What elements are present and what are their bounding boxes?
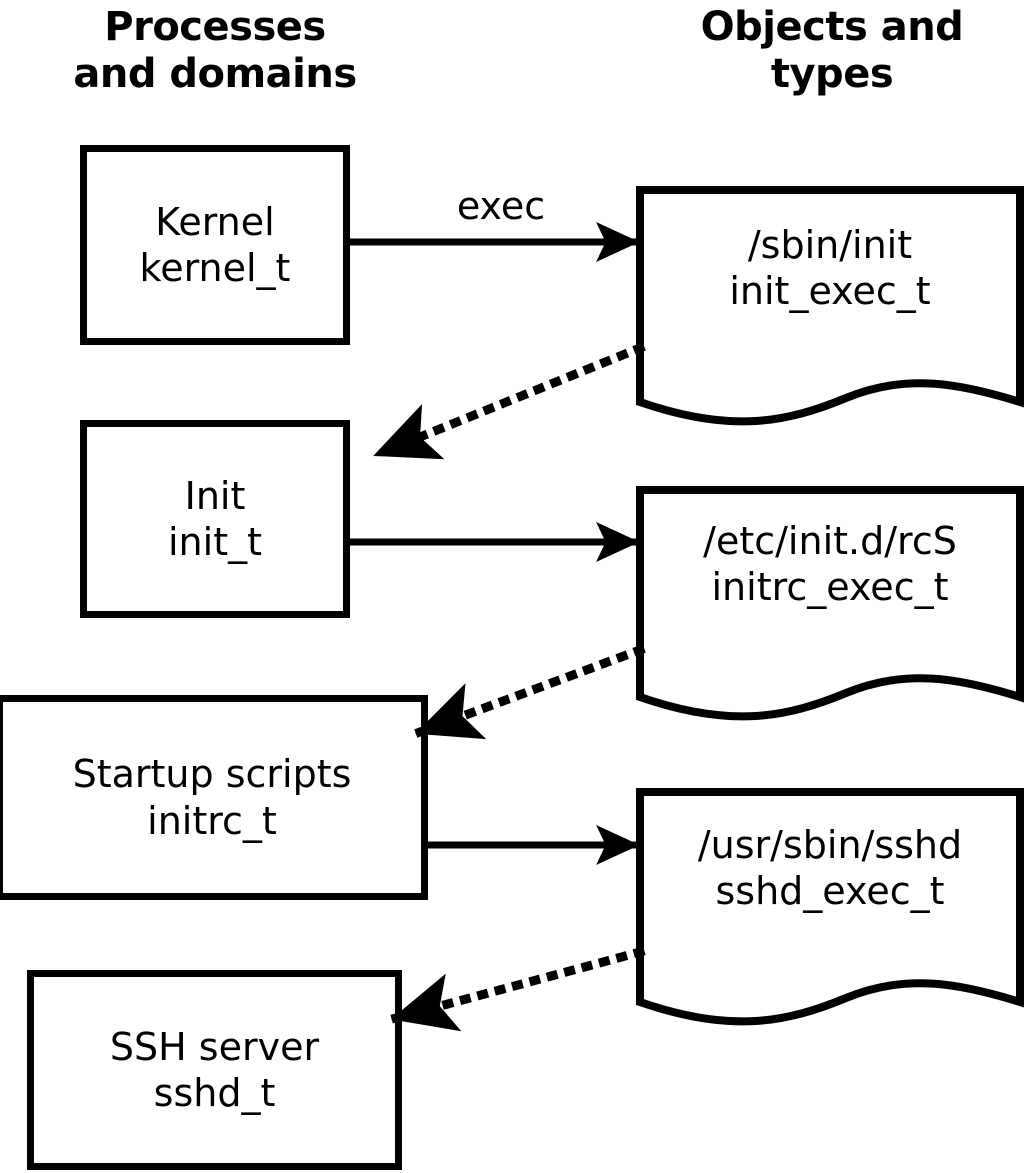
- process-box-ssh-server[interactable]: SSH server sshd_t: [27, 970, 402, 1170]
- document-shape-outline: [636, 788, 1024, 1026]
- document-shape-outline: [636, 486, 1024, 721]
- process-box-kernel-label: Kernel kernel_t: [139, 199, 291, 290]
- process-box-init-label: Init init_t: [168, 473, 262, 564]
- object-document-sbin-init[interactable]: /sbin/init init_exec_t: [636, 186, 1024, 436]
- process-box-kernel[interactable]: Kernel kernel_t: [80, 145, 350, 345]
- column-header-objects-and-types: Objects and types: [700, 4, 964, 98]
- edge-label-exec: exec: [456, 184, 546, 228]
- document-shape-outline: [636, 186, 1024, 426]
- object-document-usr-sbin-sshd-label: /usr/sbin/sshd sshd_exec_t: [697, 823, 963, 914]
- object-document-etc-initd-rcs-label: /etc/init.d/rcS initrc_exec_t: [703, 519, 957, 610]
- process-box-init[interactable]: Init init_t: [80, 420, 350, 618]
- object-document-etc-initd-rcs[interactable]: /etc/init.d/rcS initrc_exec_t: [636, 486, 1024, 731]
- process-box-ssh-server-label: SSH server sshd_t: [109, 1024, 320, 1115]
- edge-init-exec-to-init: [372, 342, 646, 460]
- object-document-usr-sbin-sshd[interactable]: /usr/sbin/sshd sshd_exec_t: [636, 788, 1024, 1036]
- process-box-startup-scripts[interactable]: Startup scripts initrc_t: [0, 695, 428, 900]
- object-document-sbin-init-label: /sbin/init init_exec_t: [729, 223, 931, 314]
- process-box-startup-scripts-label: Startup scripts initrc_t: [72, 752, 352, 843]
- edge-sshd-exec-to-sshd: [390, 946, 646, 1032]
- column-header-processes-and-domains: Processes and domains: [73, 4, 357, 98]
- edge-initrc-exec-to-initrc: [414, 644, 646, 740]
